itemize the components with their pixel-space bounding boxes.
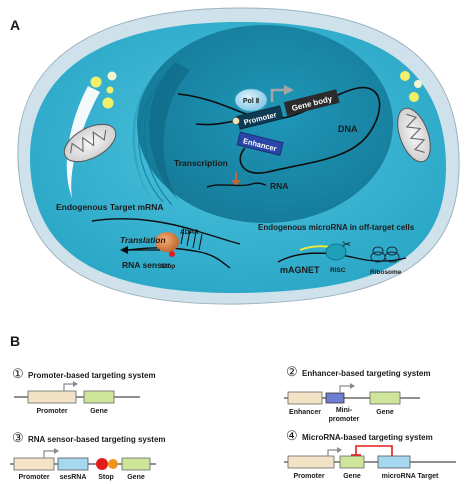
s4-tss-arrow-icon	[327, 449, 337, 456]
s3-tss-arrow-icon	[43, 450, 54, 458]
adar-enzyme	[155, 232, 179, 252]
s3-stop-red-icon	[96, 458, 108, 470]
panel-a-label: A	[10, 17, 20, 33]
s4-number: ④	[286, 428, 298, 443]
vesicles-left	[90, 71, 117, 109]
s1-gene-label: Gene	[90, 408, 108, 415]
s2-tss-arrow-icon	[339, 385, 350, 392]
rna-sensor-strand	[127, 247, 231, 269]
system-3: ③ RNA sensor-based targeting system Prom…	[10, 430, 166, 481]
s3-sesrna-box	[57, 457, 89, 471]
s3-title: RNA sensor-based targeting system	[28, 435, 166, 444]
s4-gene-box	[339, 455, 365, 469]
mrna-hybrid-rungs	[180, 227, 203, 251]
s4-target-label: microRNA Target	[382, 473, 439, 480]
s1-title: Promoter-based targeting system	[28, 371, 156, 380]
s2-enhancer-label: Enhancer	[289, 409, 321, 416]
s3-promoter-box	[13, 457, 55, 471]
gene-body-box	[283, 89, 340, 116]
target-mrna-strand	[91, 218, 241, 245]
s1-promoter-box	[27, 390, 77, 404]
s2-minipromoter-label-2: promoter	[329, 416, 360, 423]
system-2: ② Enhancer-based targeting system Enhanc…	[284, 364, 430, 423]
s1-gene-box	[83, 390, 115, 404]
risc-complex	[325, 243, 347, 261]
microrna-title: Endogenous microRNA in off-target cells	[258, 223, 415, 232]
stop-label-a: Stop	[161, 263, 175, 270]
enhancer-box	[236, 131, 284, 156]
nuclear-envelope-lines	[138, 79, 173, 206]
s3-stop-label: Stop	[98, 474, 114, 481]
mrna-title: Endogenous Target mRNA	[56, 202, 164, 212]
s4-title: MicroRNA-based targeting system	[302, 433, 433, 442]
pol-ii-label: Pol Ⅱ	[243, 97, 259, 105]
s2-minipromoter-box	[325, 392, 345, 404]
s3-gene-box	[121, 457, 151, 471]
stop-codon-dot	[169, 251, 175, 257]
s3-stop-orange-icon	[108, 459, 118, 469]
nucleus	[137, 25, 393, 223]
s4-promoter-label: Promoter	[293, 473, 324, 480]
rna-sensor-label: RNA sensor	[122, 260, 171, 270]
s2-enhancer-box	[287, 391, 323, 405]
s4-promoter-box	[287, 455, 335, 469]
translation-label: Translation	[120, 235, 166, 245]
s4-target-box	[377, 455, 411, 469]
system-1: ① Promoter-based targeting system Promot…	[12, 366, 156, 415]
s1-promoter-label: Promoter	[36, 408, 67, 415]
magnet-strand	[277, 252, 407, 263]
risc-label: RISC	[330, 267, 346, 274]
transcription-label: Transcription	[174, 158, 228, 168]
s2-gene-label: Gene	[376, 409, 394, 416]
rna-label: RNA	[270, 181, 288, 191]
s4-gene-label: Gene	[343, 473, 361, 480]
s2-gene-box	[369, 391, 401, 405]
s3-promoter-label: Promoter	[18, 474, 49, 481]
s3-gene-label: Gene	[127, 474, 145, 481]
s3-number: ③	[12, 430, 24, 445]
promoter-dot	[232, 117, 240, 125]
magnet-label: mAGNET	[280, 265, 320, 275]
s2-title: Enhancer-based targeting system	[302, 369, 430, 378]
s2-number: ②	[286, 364, 298, 379]
panel-b-label: B	[10, 333, 20, 349]
tss-arrow-icon	[270, 88, 285, 102]
scissors-icon: ✂	[342, 239, 351, 251]
mitochondrion-left	[63, 123, 117, 163]
nuclear-fold	[149, 62, 190, 200]
vesicles-right	[400, 71, 422, 102]
pol-ii-complex	[234, 88, 268, 112]
s1-number: ①	[12, 366, 24, 381]
dna-label: DNA	[338, 124, 358, 134]
s1-tss-arrow-icon	[63, 383, 73, 391]
ribosome-icon	[370, 246, 400, 263]
system-4: ④ MicroRNA-based targeting system Promot…	[284, 428, 456, 480]
s3-sesrna-label: sesRNA	[60, 474, 87, 481]
adar-label: ADAR	[180, 229, 199, 236]
s4-inhibition-line	[355, 445, 393, 456]
s2-minipromoter-label-1: Mini-	[336, 407, 353, 414]
rna-strand	[206, 182, 267, 188]
mitochondrion-right	[397, 107, 431, 163]
ribosome-label: Ribosome	[370, 269, 402, 276]
